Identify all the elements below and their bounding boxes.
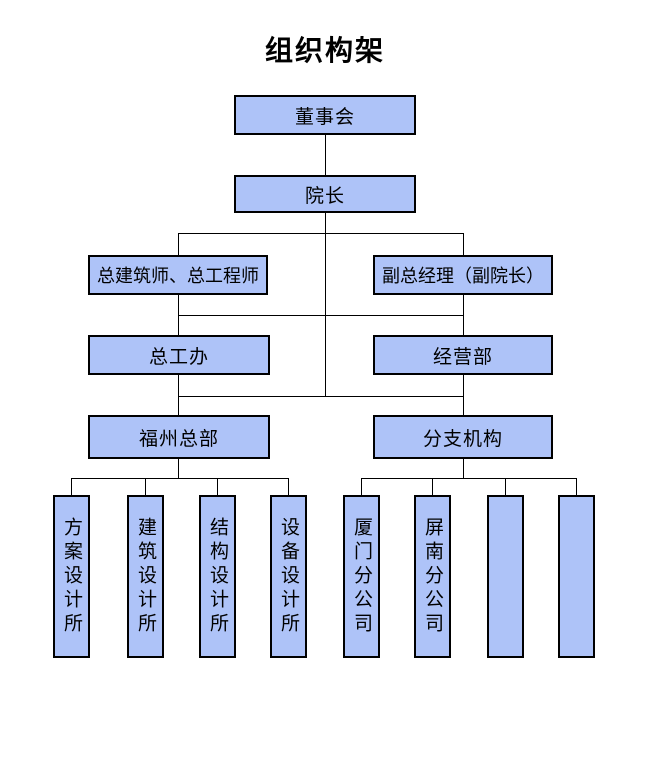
connector-drop-deputy-gm: [463, 233, 464, 255]
connector-drop-chief-architect: [178, 233, 179, 255]
connector-rail-level3: [178, 233, 464, 234]
connector-drop-fuzhou-hq: [178, 396, 179, 415]
node-structure-design-institute: 结构设计所: [199, 495, 236, 658]
node-chief-engineer-office: 总工办: [88, 335, 270, 375]
connector-riser-chief-office: [178, 375, 179, 396]
connector-drop-equipment-design: [288, 478, 289, 495]
connector-riser-chief-architect: [178, 295, 179, 315]
connector-rail-level4: [178, 315, 464, 316]
connector-rail-level5: [178, 396, 464, 397]
node-branch-organizations: 分支机构: [373, 415, 553, 459]
connector-center-trunk: [325, 213, 326, 397]
node-business-department: 经营部: [373, 335, 553, 375]
connector-rail-fuzhou-children: [71, 478, 289, 479]
connector-drop-pingnan-branch: [432, 478, 433, 495]
node-pingnan-branch: 屏南分公司: [414, 495, 451, 658]
connector-riser-deputy-gm: [463, 295, 464, 315]
node-scheme-design-institute: 方案设计所: [53, 495, 90, 658]
node-fuzhou-headquarters: 福州总部: [88, 415, 270, 459]
node-architecture-design-institute: 建筑设计所: [127, 495, 164, 658]
connector-riser-fuzhou-hq: [178, 459, 179, 478]
connector-drop-scheme-design: [71, 478, 72, 495]
node-equipment-design-institute: 设备设计所: [270, 495, 307, 658]
connector-drop-chief-office: [178, 315, 179, 335]
connector-drop-xiamen-branch: [361, 478, 362, 495]
connector-rail-branch-children: [361, 478, 577, 479]
connector-drop-architecture-design: [145, 478, 146, 495]
page-title: 组织构架: [264, 35, 385, 66]
node-deputy-general-manager: 副总经理（副院长）: [373, 255, 553, 295]
connector-riser-business-dept: [463, 375, 464, 396]
node-president: 院长: [234, 175, 416, 213]
connector-drop-structure-design: [217, 478, 218, 495]
connector-drop-branches: [463, 396, 464, 415]
node-chief-architect-engineer: 总建筑师、总工程师: [88, 255, 268, 295]
connector-riser-branches: [463, 459, 464, 478]
node-board-of-directors: 董事会: [234, 95, 416, 135]
connector-drop-business-dept: [463, 315, 464, 335]
node-empty-branch-2: [558, 495, 595, 658]
node-xiamen-branch: 厦门分公司: [343, 495, 380, 658]
connector-drop-empty-branch-2: [576, 478, 577, 495]
connector-board-president: [325, 135, 326, 175]
node-empty-branch-1: [487, 495, 524, 658]
connector-drop-empty-branch-1: [505, 478, 506, 495]
